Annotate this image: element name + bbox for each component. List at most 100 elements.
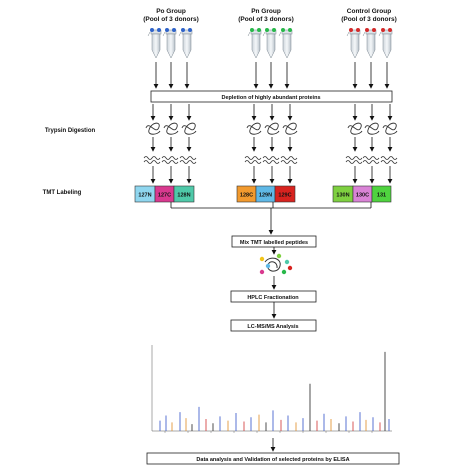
peptide-wave-icon <box>362 156 380 160</box>
peptide-wave-icon <box>161 156 179 160</box>
peptide-wave-icon <box>143 160 161 164</box>
trypsin-digestion-label: Trypsin Digestion <box>45 128 96 134</box>
depletion-box <box>150 90 393 103</box>
tube-hinge <box>378 31 382 37</box>
tube <box>362 28 377 59</box>
sample-dot <box>257 28 261 32</box>
tmt-tag-label: 127C <box>158 193 171 199</box>
sample-dot <box>165 28 169 32</box>
mixed-peptides-icon <box>259 253 293 275</box>
group-subtitle: (Pool of 3 donors) <box>238 16 294 23</box>
protein-scribble-icon <box>145 122 161 135</box>
sample-dot <box>281 28 285 32</box>
tmt-tag-label: 127N <box>138 193 151 199</box>
mass-spectrum-thumbnail <box>151 345 392 433</box>
tmt-tag-label: 128C <box>240 193 253 199</box>
tmt-tag-box <box>371 185 392 203</box>
peptide-wave-icon <box>345 156 363 160</box>
peptide-wave-icon <box>362 160 380 164</box>
peptide-dot <box>287 265 293 271</box>
sample-dot <box>250 28 254 32</box>
peptide-dot <box>281 269 287 275</box>
lcms-label: LC-MS/MS Analysis <box>247 324 298 330</box>
sample-dot <box>150 28 154 32</box>
final-label: Data analysis and Validation of selected… <box>196 457 349 463</box>
group-heading-pn: Pn Group (Pool of 3 donors) <box>238 8 294 23</box>
peptide-wave-icon <box>380 156 398 160</box>
sample-dot <box>265 28 269 32</box>
tmt-tag-label: 130N <box>336 193 349 199</box>
tube <box>247 28 262 59</box>
depletion-step: Depletion of highly abundant proteins <box>150 90 393 103</box>
tube <box>147 28 162 59</box>
tmt-tag-box <box>274 185 296 203</box>
tmt-tag-box <box>173 185 195 203</box>
peptide-wave-icon <box>380 160 398 164</box>
protein-scribble-icon <box>264 122 280 135</box>
tmt-tag: 128C <box>236 185 257 203</box>
protein-scribble-icon <box>181 122 197 135</box>
tmt-tag-label: 129C <box>278 193 291 199</box>
peptide-wave-icon <box>262 160 280 164</box>
peptide-dot <box>265 263 271 269</box>
tube <box>346 28 361 59</box>
tube <box>378 28 393 59</box>
hplc-label: HPLC Fractionation <box>247 295 299 301</box>
mix-step: Mix TMT labelled peptides <box>231 235 317 248</box>
tube-body <box>282 33 292 59</box>
tube-body <box>350 33 360 59</box>
protein-scribble-icon <box>364 122 380 135</box>
tube <box>278 28 293 59</box>
sample-dot <box>188 28 192 32</box>
group-subtitle: (Pool of 3 donors) <box>143 16 199 23</box>
tube-hinge <box>262 31 266 37</box>
tmt-tag: 131 <box>371 185 392 203</box>
tube <box>162 28 177 59</box>
sample-dot <box>157 28 161 32</box>
tmt-tag-label: 129N <box>259 193 272 199</box>
protein-scribble-icon <box>282 122 298 135</box>
protein-scribble-icon <box>347 122 363 135</box>
hplc-box <box>230 290 317 303</box>
tube-body <box>382 33 392 59</box>
tube-body <box>251 33 261 59</box>
sample-dot <box>372 28 376 32</box>
tmt-tag: 127N <box>134 185 156 203</box>
tube-body <box>182 33 192 59</box>
tmt-labeling-label: TMT Labeling <box>43 190 82 196</box>
peptide-wave-icon <box>179 156 197 160</box>
group-title: Pn Group <box>251 8 281 15</box>
hplc-step: HPLC Fractionation <box>230 290 317 303</box>
protein-scribble-icon <box>163 122 179 135</box>
protein-scribble-icon <box>382 122 398 135</box>
depletion-label: Depletion of highly abundant proteins <box>222 95 321 101</box>
tube-body <box>366 33 376 59</box>
tube-body <box>151 33 161 59</box>
tmt-tag-label: 128N <box>177 193 190 199</box>
tmt-tag: 130N <box>332 185 354 203</box>
tmt-tag-label: 130C <box>356 193 369 199</box>
tube-hinge <box>162 31 166 37</box>
tmt-tag: 130C <box>352 185 373 203</box>
mix-label: Mix TMT labelled peptides <box>240 240 308 246</box>
arrows-to-mix <box>170 202 372 235</box>
group-title: Control Group <box>347 8 391 15</box>
peptide-wave-icon <box>244 160 262 164</box>
tube-body <box>166 33 176 59</box>
tmt-tag: 129C <box>274 185 296 203</box>
tube-hinge <box>346 31 350 37</box>
group-title: Po Group <box>156 8 186 15</box>
group-heading-po: Po Group (Pool of 3 donors) <box>143 8 199 23</box>
peptide-wave-icon <box>143 156 161 160</box>
sample-dot <box>349 28 353 32</box>
sample-dot <box>272 28 276 32</box>
group-heading-control: Control Group (Pool of 3 donors) <box>341 8 397 23</box>
peptide-dot <box>276 253 282 259</box>
peptide-dot <box>259 269 265 275</box>
sample-dot <box>356 28 360 32</box>
tube-body <box>266 33 276 59</box>
tube-hinge <box>147 31 151 37</box>
